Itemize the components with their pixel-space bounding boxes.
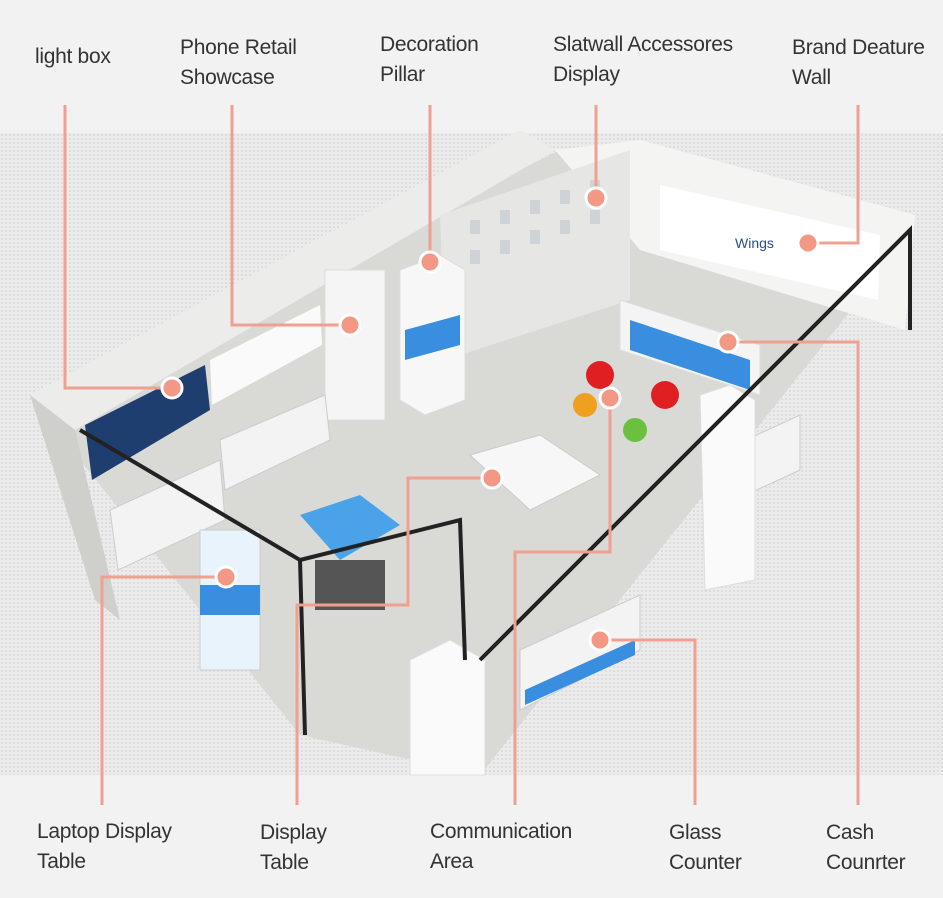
label-phone-retail-showcase: Phone Retail Showcase bbox=[180, 36, 297, 89]
callout-dot bbox=[598, 386, 622, 410]
label-laptop-display-table: Laptop Display Table bbox=[37, 820, 172, 873]
callout-dot bbox=[214, 565, 238, 589]
label-slatwall-accessores-display: Slatwall Accessores Display bbox=[553, 33, 733, 86]
leader-laptop-display-table bbox=[100, 575, 226, 805]
phone-showcase-wall bbox=[210, 305, 322, 405]
label-brand-deature-wall: Brand Deature Wall bbox=[792, 36, 925, 89]
leader-brand-wall bbox=[808, 105, 860, 245]
left-wall bbox=[30, 395, 120, 620]
label-display-table: Display Table bbox=[260, 821, 327, 874]
callout-dot bbox=[338, 313, 362, 337]
laptop-table-left bbox=[109, 459, 226, 571]
shelving bbox=[324, 269, 386, 421]
callout-dot bbox=[418, 250, 442, 274]
brand-logo: Wings bbox=[735, 235, 774, 251]
callout-dot bbox=[588, 628, 612, 652]
back-wall-left bbox=[30, 130, 555, 430]
callout-dot bbox=[716, 330, 740, 354]
label-communication-area: Communication Area bbox=[430, 820, 572, 873]
brand-feature-wall bbox=[660, 185, 880, 300]
front-pillar bbox=[409, 639, 486, 776]
right-pillar bbox=[699, 384, 756, 591]
callout-dot bbox=[584, 186, 608, 210]
leader-glass-counter bbox=[600, 638, 697, 805]
leader-display-table bbox=[295, 476, 492, 805]
leader-cash-counter bbox=[728, 340, 860, 805]
label-decoration-pillar: Decoration Pillar bbox=[380, 33, 479, 86]
callout-dot bbox=[796, 231, 820, 255]
label-light-box: light box bbox=[35, 45, 111, 68]
display-table-blue bbox=[300, 495, 400, 560]
leader-light-box bbox=[63, 105, 172, 390]
callout-dot bbox=[160, 376, 184, 400]
leader-phone-retail-showcase bbox=[230, 105, 350, 327]
leader-communication-area bbox=[513, 398, 612, 805]
laptop-table-back bbox=[219, 394, 331, 491]
label-glass-counter: Glass Counter bbox=[669, 821, 742, 874]
label-cash-counrter: Cash Counrter bbox=[826, 821, 906, 874]
display-table-center bbox=[469, 434, 601, 511]
callout-dot bbox=[480, 466, 504, 490]
slatwall bbox=[440, 150, 630, 360]
